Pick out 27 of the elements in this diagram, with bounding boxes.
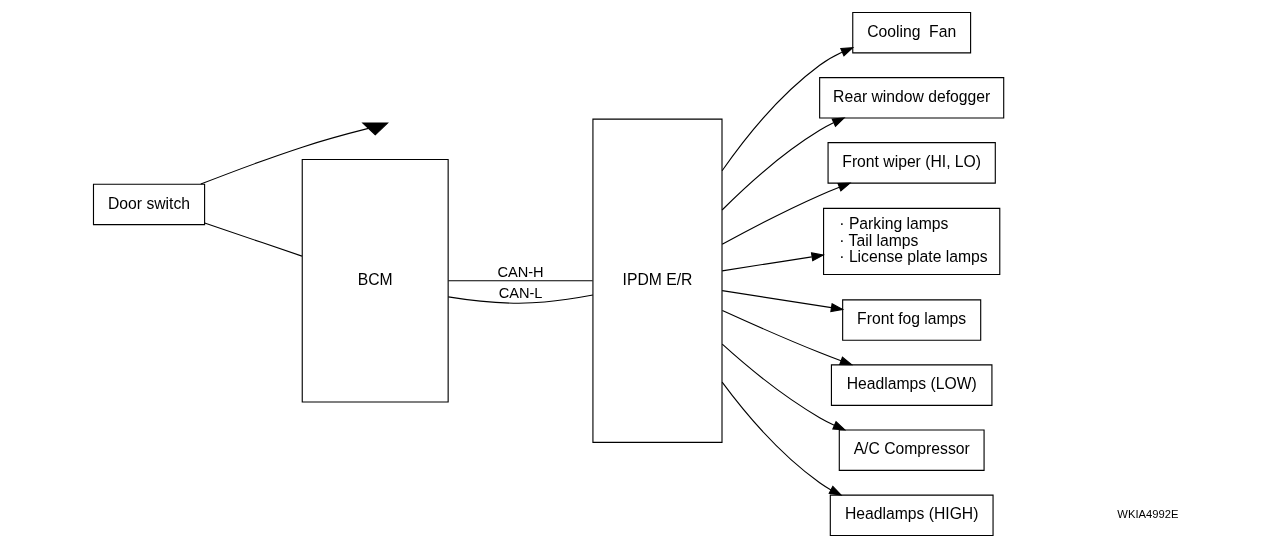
arrow: [721, 252, 825, 272]
arrow: [721, 309, 853, 366]
arrow: [721, 182, 851, 245]
node-box: Rear window defogger: [818, 77, 1004, 119]
connector: [447, 294, 593, 304]
arrow: [721, 117, 846, 211]
node-box: · Parking lamps · Tail lamps · License plate lamps: [822, 207, 1000, 276]
node-box: Front wiper (HI, LO): [827, 142, 996, 184]
node-box: Front fog lamps: [841, 299, 981, 341]
edge-label: CAN-L: [498, 285, 542, 302]
label: WKIA4992E: [1116, 508, 1178, 521]
arrow: [721, 290, 844, 313]
node-box: Headlamps (LOW): [830, 364, 992, 406]
node-box: Cooling Fan: [851, 11, 971, 54]
node-box: Door switch: [92, 183, 205, 226]
node-ground: [360, 122, 389, 136]
connector: [447, 280, 593, 282]
arrow: [721, 47, 854, 172]
node-box: BCM: [301, 158, 449, 403]
connector: [203, 222, 302, 257]
connector: [199, 127, 369, 185]
node-box: Headlamps (HIGH): [829, 494, 994, 537]
node-box: IPDM E/R: [591, 118, 723, 443]
node-box: A/C Compressor: [838, 429, 985, 471]
arrow: [721, 381, 843, 496]
arrow: [721, 343, 846, 431]
edge-label: CAN-H: [496, 263, 544, 280]
